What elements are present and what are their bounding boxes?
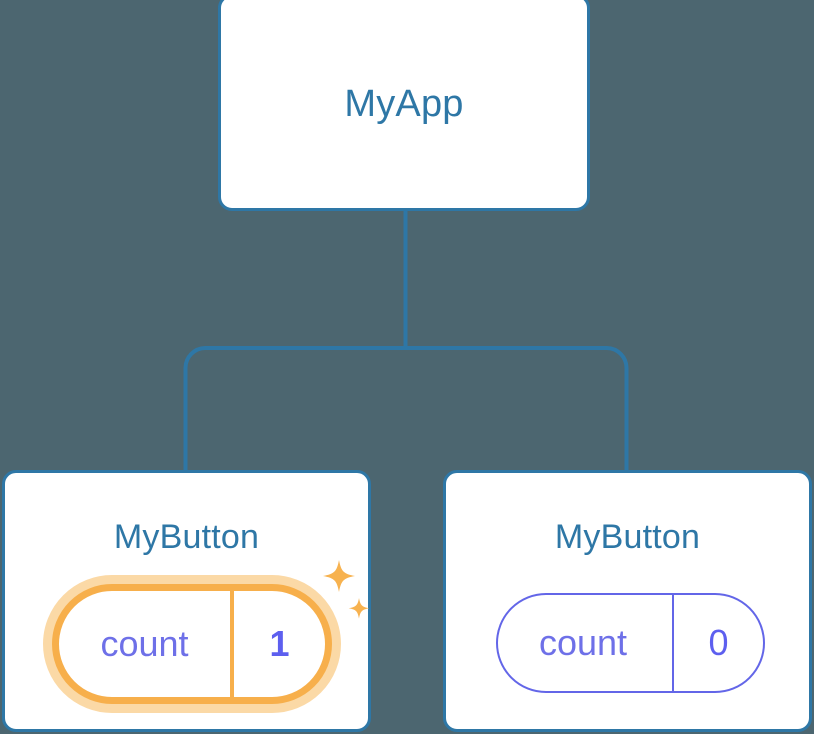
myapp-node-card[interactable]: MyApp: [218, 0, 590, 211]
edge-branch-right: [405, 346, 629, 470]
myapp-node-title: MyApp: [344, 83, 464, 125]
edge-branch-left: [183, 346, 406, 470]
state-pill-value: 0: [708, 622, 729, 663]
state-pill-key: count: [59, 591, 234, 697]
mybutton-left-node-title: MyButton: [113, 518, 260, 556]
mybutton-right-node-card[interactable]: MyButton count 0: [443, 470, 812, 732]
state-pill-value: 1: [269, 623, 290, 664]
mybutton-left-node-card[interactable]: MyButton count 1: [2, 470, 371, 732]
state-pill-highlight-glow: [43, 575, 341, 713]
state-pill-body[interactable]: count 1: [52, 584, 332, 704]
mybutton-right-node-title: MyButton: [554, 518, 701, 556]
mybutton-right-state-pill[interactable]: count 0: [496, 593, 765, 693]
state-pill-key: count: [498, 595, 674, 691]
mybutton-left-state-pill[interactable]: count 1: [43, 575, 341, 713]
